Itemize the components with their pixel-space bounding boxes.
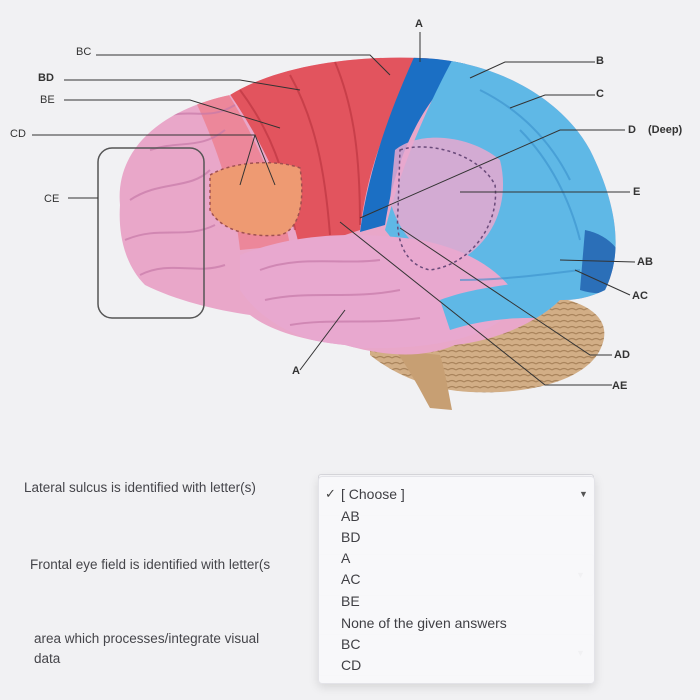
broca-area bbox=[209, 161, 303, 237]
dropdown-option[interactable]: BD bbox=[341, 529, 361, 545]
chevron-down-icon[interactable]: ▼ bbox=[579, 489, 588, 499]
label-CD: CD bbox=[10, 128, 26, 140]
brain-stem bbox=[395, 350, 452, 410]
label-D: D bbox=[628, 124, 636, 136]
label-BC: BC bbox=[76, 46, 92, 58]
prefrontal-box bbox=[97, 147, 205, 319]
question-visual-area-line2: data bbox=[34, 651, 61, 666]
label-AC: AC bbox=[632, 290, 648, 302]
label-B: B bbox=[596, 55, 604, 67]
question-visual-area-line1: area which processes/integrate visual bbox=[34, 631, 260, 646]
checkmark-icon: ✓ bbox=[325, 486, 336, 501]
label-BD: BD bbox=[38, 72, 54, 84]
answer-dropdown[interactable]: ✓ [ Choose ] ▼ AB BD A AC BE None of the… bbox=[318, 476, 595, 684]
label-A-top: A bbox=[415, 18, 423, 30]
label-AD: AD bbox=[614, 349, 630, 361]
dropdown-option[interactable]: None of the given answers bbox=[341, 615, 507, 631]
brain-diagram bbox=[32, 32, 636, 410]
dropdown-option[interactable]: BC bbox=[341, 636, 361, 652]
dropdown-option-selected[interactable]: [ Choose ] bbox=[341, 486, 405, 502]
dropdown-option[interactable]: CD bbox=[341, 657, 362, 673]
question-lateral-sulcus: Lateral sulcus is identified with letter… bbox=[24, 480, 256, 495]
question-frontal-eye-field: Frontal eye field is identified with let… bbox=[30, 557, 271, 572]
label-AE: AE bbox=[612, 380, 628, 392]
label-C: C bbox=[596, 88, 604, 100]
dropdown-option[interactable]: AC bbox=[341, 571, 361, 587]
dashed-region bbox=[396, 146, 497, 271]
label-A-bottom: A bbox=[292, 365, 300, 377]
label-BE: BE bbox=[40, 94, 55, 106]
dropdown-option[interactable]: A bbox=[341, 550, 351, 566]
label-AB: AB bbox=[637, 256, 653, 268]
label-CE: CE bbox=[44, 193, 60, 205]
label-E: E bbox=[633, 186, 641, 198]
label-D-note: (Deep) bbox=[648, 124, 683, 136]
dropdown-option[interactable]: AB bbox=[341, 508, 360, 524]
dropdown-option[interactable]: BE bbox=[341, 593, 360, 609]
